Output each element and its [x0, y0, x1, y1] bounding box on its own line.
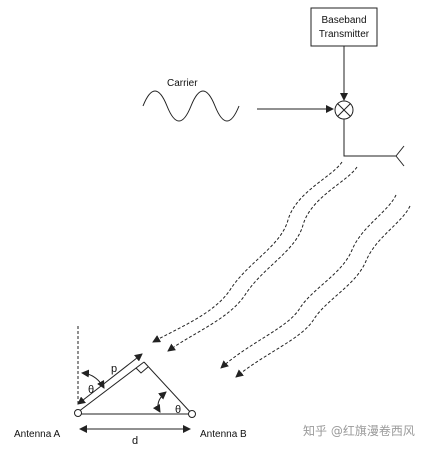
theta-arc-right: [152, 391, 167, 413]
mixer-icon: [334, 100, 354, 120]
transmitter-label: Transmitter: [319, 29, 370, 40]
antenna-a-label: Antenna A: [14, 429, 60, 440]
theta-label-left: θ: [88, 384, 94, 396]
antenna-b-label: Antenna B: [200, 429, 247, 440]
wave-arrow-4: [235, 205, 411, 378]
wave-arrow-1: [152, 161, 343, 343]
p-dimension-arrow: [77, 353, 143, 405]
carrier-wave: [142, 90, 240, 122]
wave-arrow-2: [167, 166, 358, 352]
path-difference-line: [143, 361, 193, 415]
baseband-transmitter-box: [310, 7, 378, 47]
theta-arc-left: [81, 369, 105, 389]
antenna-b-node: [188, 410, 196, 418]
baseband-label: Baseband: [321, 15, 366, 26]
theta-label-right: θ: [175, 404, 181, 416]
mixer-to-antenna-line: [343, 119, 396, 157]
right-angle-mark: [135, 366, 149, 374]
tx-antenna-icon: [395, 145, 405, 167]
antenna-a-node: [74, 409, 82, 417]
wave-arrow-3: [220, 194, 397, 369]
wavefront-line: [77, 361, 145, 413]
p-label: p: [111, 363, 117, 375]
d-label: d: [132, 435, 138, 447]
watermark-text: 知乎 @红旗漫卷西风: [303, 423, 415, 438]
carrier-label: Carrier: [167, 78, 198, 89]
